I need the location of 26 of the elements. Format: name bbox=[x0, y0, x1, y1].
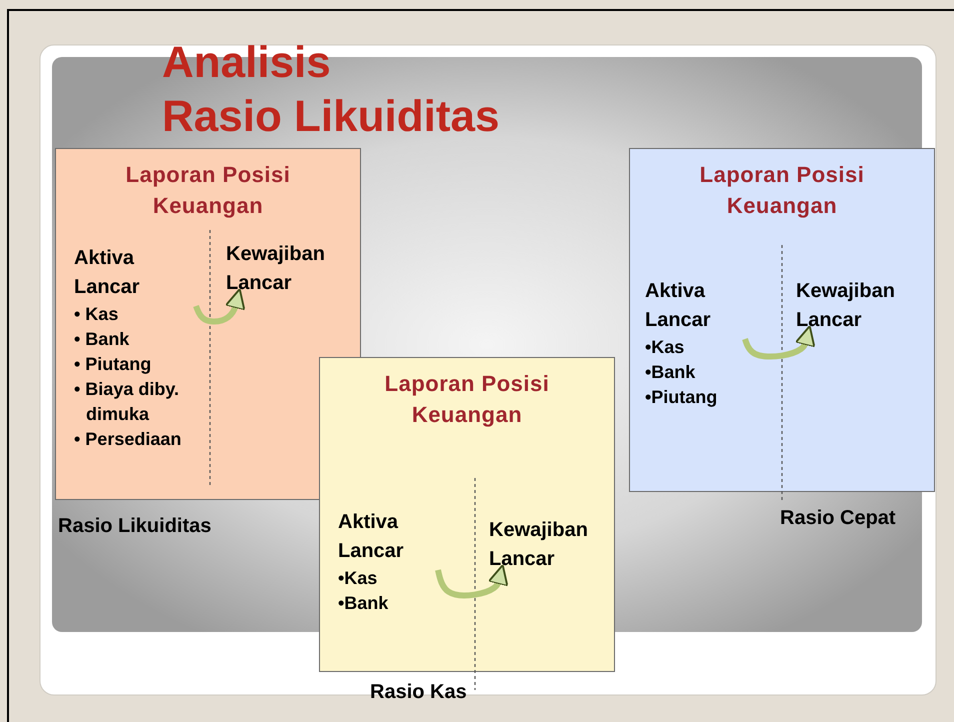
bullet-item: • Persediaan bbox=[74, 428, 182, 451]
bullet-item: •Kas bbox=[645, 336, 686, 359]
bullet-item: • Bank bbox=[74, 328, 130, 351]
bullet-item: •Bank bbox=[338, 592, 390, 615]
ratio-label: Rasio Likuiditas bbox=[58, 515, 212, 538]
statement-card bbox=[319, 357, 615, 672]
bullet-item: • Kas bbox=[74, 303, 120, 326]
curved-arrow bbox=[193, 288, 246, 324]
statement-card bbox=[629, 148, 935, 492]
ratio-label: Rasio Kas bbox=[370, 681, 467, 704]
card-heading: Laporan Posisi Keuangan bbox=[384, 370, 550, 429]
ratio-label: Rasio Cepat bbox=[780, 507, 896, 530]
account-heading: Kewajiban Lancar bbox=[226, 242, 326, 296]
account-heading: Aktiva Lancar bbox=[74, 246, 141, 300]
account-heading: Aktiva Lancar bbox=[338, 510, 405, 564]
statement-card bbox=[55, 148, 361, 500]
bullet-item: •Kas bbox=[338, 567, 378, 590]
bullet-item: • Biaya diby. dimuka bbox=[74, 378, 180, 426]
account-heading: Aktiva Lancar bbox=[645, 279, 712, 333]
card-heading: Laporan Posisi Keuangan bbox=[124, 161, 292, 220]
bullet-item: •Bank bbox=[645, 361, 696, 384]
card-heading: Laporan Posisi Keuangan bbox=[698, 161, 866, 220]
account-heading: Kewajiban Lancar bbox=[796, 279, 896, 333]
bullet-item: • Piutang bbox=[74, 353, 152, 376]
bullet-item: •Piutang bbox=[645, 386, 718, 409]
account-heading: Kewajiban Lancar bbox=[489, 518, 589, 572]
